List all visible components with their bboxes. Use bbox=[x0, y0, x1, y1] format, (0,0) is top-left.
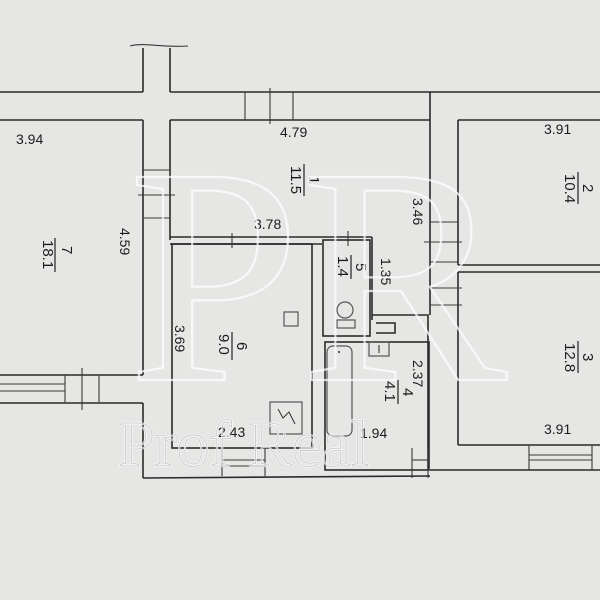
svg-text:1.4: 1.4 bbox=[334, 256, 351, 277]
svg-text:Prof Real: Prof Real bbox=[118, 408, 369, 481]
room-2-label: 2 10.4 bbox=[561, 172, 596, 204]
dim-1-side: 3.46 bbox=[410, 198, 426, 225]
svg-text:7: 7 bbox=[58, 246, 75, 254]
dim-4-side: 2.37 bbox=[410, 360, 426, 387]
svg-text:4.1: 4.1 bbox=[381, 381, 398, 402]
svg-text:10.4: 10.4 bbox=[561, 174, 578, 203]
dim-6-bottom: 2.43 bbox=[218, 424, 245, 440]
dimensions: 3.94 4.59 4.79 3.78 3.46 3.91 3.91 1.35 … bbox=[16, 121, 571, 441]
room-7-label: 7 18.1 bbox=[39, 238, 75, 272]
heater-icon bbox=[283, 311, 299, 327]
dim-1-top: 4.79 bbox=[280, 124, 307, 140]
dim-7-height: 4.59 bbox=[117, 228, 133, 255]
svg-text:3: 3 bbox=[579, 353, 596, 361]
walls bbox=[0, 44, 600, 479]
room-3-label: 3 12.8 bbox=[561, 341, 596, 373]
dim-3-bottom: 3.91 bbox=[544, 421, 571, 437]
fixtures bbox=[269, 301, 390, 437]
svg-text:6: 6 bbox=[233, 342, 250, 350]
svg-text:2: 2 bbox=[579, 184, 596, 192]
dim-1-bottom: 3.78 bbox=[254, 216, 281, 232]
room-labels: 7 18.1 1 11.5 2 10.4 3 12.8 6 9.0 4 4.1 bbox=[39, 164, 596, 404]
dim-5-side: 1.35 bbox=[378, 258, 394, 285]
dim-7-width: 3.94 bbox=[16, 131, 43, 147]
toilet-icon bbox=[336, 301, 356, 329]
svg-text:Prof Real: Prof Real bbox=[118, 408, 369, 481]
watermark: PR Prof Real Prof Real bbox=[117, 104, 510, 482]
room-4-label: 4 4.1 bbox=[381, 380, 416, 404]
room-6-label: 6 9.0 bbox=[215, 332, 250, 360]
dim-4-bottom: 1.94 bbox=[360, 425, 387, 441]
svg-text:11.5: 11.5 bbox=[287, 166, 304, 194]
svg-text:1: 1 bbox=[305, 176, 322, 184]
bathtub-icon bbox=[326, 345, 353, 437]
room-5-label: 5 1.4 bbox=[334, 255, 369, 279]
sink-icon bbox=[368, 341, 390, 357]
stove-icon bbox=[269, 401, 303, 435]
svg-text:12.8: 12.8 bbox=[561, 343, 578, 372]
room-1-label: 1 11.5 bbox=[287, 164, 322, 196]
svg-text:9.0: 9.0 bbox=[215, 334, 232, 355]
svg-text:18.1: 18.1 bbox=[39, 240, 56, 269]
svg-text:5: 5 bbox=[352, 263, 369, 271]
svg-text:PR: PR bbox=[128, 105, 509, 448]
dim-6-side: 3.69 bbox=[172, 325, 188, 352]
svg-text:4: 4 bbox=[399, 388, 416, 396]
dim-2-top: 3.91 bbox=[544, 121, 571, 137]
